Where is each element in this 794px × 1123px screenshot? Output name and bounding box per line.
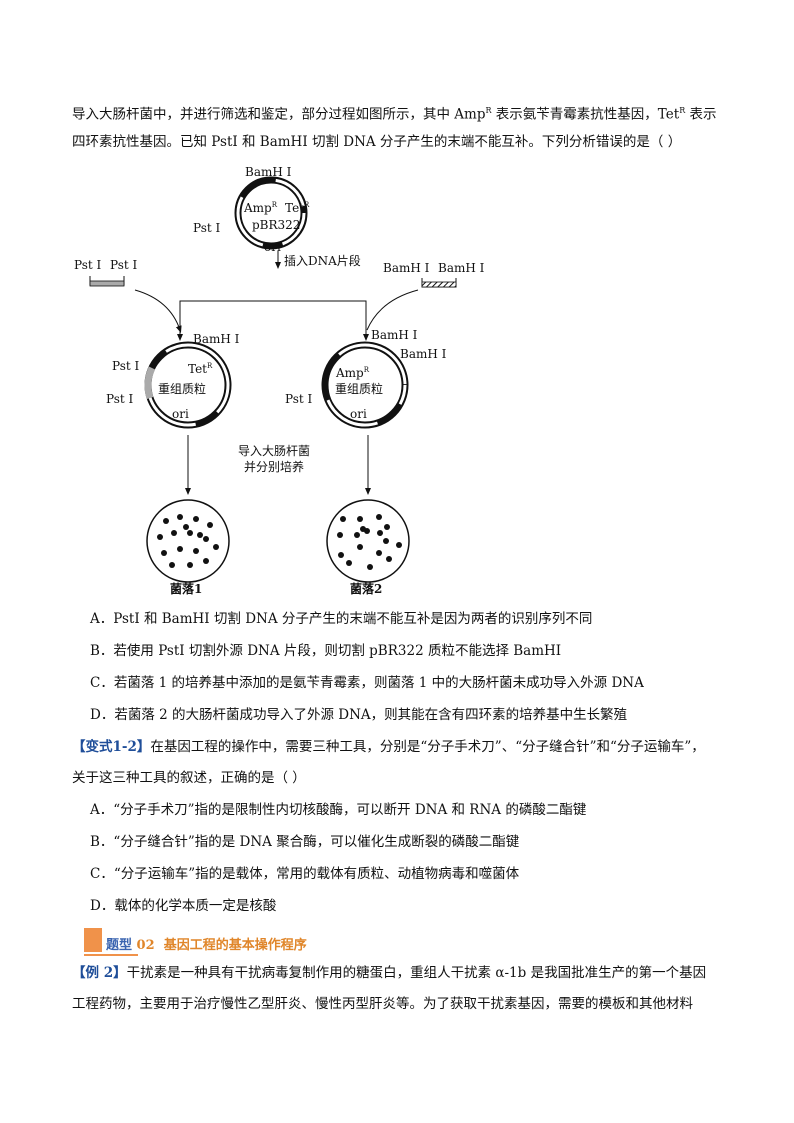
- example-line-1: 【例 2】干扰素是一种具有干扰病毒复制作用的糖蛋白，重组人干扰素 α-1b 是我…: [72, 963, 706, 983]
- variant-option-b: B．“分子缝合针”指的是 DNA 聚合酶，可以催化生成断裂的磷酸二酯键: [90, 834, 520, 850]
- colony-dot: [213, 544, 219, 550]
- variant-tag: 【变式1-2】: [72, 739, 151, 755]
- colony-dot: [171, 530, 177, 536]
- colony-dot: [187, 530, 193, 536]
- plasmid-name: pBR322: [252, 218, 300, 232]
- tet-label: TetR: [188, 362, 213, 376]
- ori-label: ori: [264, 240, 281, 254]
- variant-option-d: D．载体的化学本质一定是核酸: [90, 898, 277, 914]
- colony-dot: [177, 514, 183, 520]
- dna-fragment-bamhi: [421, 281, 457, 288]
- colony-dot: [346, 560, 352, 566]
- colony-dot: [337, 532, 343, 538]
- text: 干扰素是一种具有干扰病毒复制作用的糖蛋白，重组人干扰素 α-1b 是我国批准生产…: [126, 965, 707, 981]
- colony-dot: [354, 532, 360, 538]
- psti-label: Pst Ⅰ: [193, 221, 221, 235]
- colony-dot: [384, 524, 390, 530]
- text: 导入大肠杆菌中，并进行筛选和鉴定，部分过程如图所示，其中 Amp: [72, 106, 486, 123]
- ori-label: ori: [350, 407, 367, 421]
- bamhi-label: BamH Ⅰ: [371, 328, 418, 342]
- variant-line-1: 【变式1-2】在基因工程的操作中，需要三种工具，分别是“分子手术刀”、“分子缝合…: [72, 737, 705, 757]
- plasmid-diagram: BamH Ⅰ Pst Ⅰ AmpR TetR pBR322 ori Pst Ⅰ …: [74, 165, 485, 596]
- colony-dot: [161, 550, 167, 556]
- bamhi-label: BamH Ⅰ: [383, 261, 430, 275]
- text: 表示氨苄青霉素抗性基因，Tet: [491, 106, 680, 123]
- colony-dot: [338, 552, 344, 558]
- q1-option-c: C．若菌落 1 的培养基中添加的是氨苄青霉素，则菌落 1 中的大肠杆菌未成功导入…: [90, 675, 644, 691]
- culture-label: 并分别培养: [244, 459, 304, 474]
- colony-dot: [367, 564, 373, 570]
- bamhi-label: BamH Ⅰ: [400, 347, 447, 361]
- intro-line-2: 四环素抗性基因。已知 PstI 和 BamHI 切割 DNA 分子产生的末端不能…: [72, 134, 682, 150]
- variant-option-c: C．“分子运输车”指的是载体，常用的载体有质粒、动植物病毒和噬菌体: [90, 866, 520, 882]
- section-title: 题型 02 基因工程的基本操作程序: [106, 938, 307, 953]
- colony-dot: [357, 516, 363, 522]
- example-line-2: 工程药物，主要用于治疗慢性乙型肝炎、慢性丙型肝炎等。为了获取干扰素基因，需要的模…: [72, 996, 693, 1012]
- colony-dot: [340, 516, 346, 522]
- tet-label: TetR: [285, 201, 310, 215]
- superscript: R: [679, 106, 686, 115]
- petri-dish-2: [326, 499, 410, 583]
- amp-label: AmpR: [243, 201, 278, 215]
- variant-line-2: 关于这三种工具的叙述，正确的是（ ）: [72, 770, 306, 786]
- petri-dish-1: [146, 499, 230, 583]
- recombinant-plasmid-2: BamH Ⅰ BamH Ⅰ Pst Ⅰ AmpR 重组质粒 ori: [285, 328, 447, 429]
- colony-dot: [207, 522, 213, 528]
- plasmid-pbr322: BamH Ⅰ Pst Ⅰ AmpR TetR pBR322 ori: [193, 165, 310, 254]
- colony-1-label: 菌落1: [170, 581, 202, 596]
- recombinant-label: 重组质粒: [335, 381, 383, 396]
- colony-2-label: 菌落2: [350, 581, 382, 596]
- section-underline: [84, 954, 138, 956]
- bamhi-label: BamH Ⅰ: [438, 261, 485, 275]
- colony-dot: [169, 562, 175, 568]
- colony-dot: [396, 542, 402, 548]
- q1-option-a: A．PstI 和 BamHI 切割 DNA 分子产生的末端不能互补是因为两者的识…: [90, 611, 593, 627]
- colony-dot: [386, 556, 392, 562]
- colony-dot: [376, 550, 382, 556]
- colony-dot: [383, 538, 389, 544]
- ori-label: ori: [172, 407, 189, 421]
- intro-line-1: 导入大肠杆菌中，并进行筛选和鉴定，部分过程如图所示，其中 AmpR 表示氨苄青霉…: [72, 101, 717, 125]
- recombinant-label: 重组质粒: [158, 381, 206, 396]
- text: 表示: [685, 106, 717, 123]
- colony-dot: [203, 536, 209, 542]
- colony-dot: [157, 534, 163, 540]
- bamhi-label: BamH Ⅰ: [193, 332, 240, 346]
- text: 在基因工程的操作中，需要三种工具，分别是“分子手术刀”、“分子缝合针”和“分子运…: [150, 739, 705, 755]
- variant-option-a: A．“分子手术刀”指的是限制性内切核酸酶，可以断开 DNA 和 RNA 的磷酸二…: [90, 802, 587, 818]
- psti-label: Pst Ⅰ: [112, 359, 140, 373]
- colony-dot: [177, 546, 183, 552]
- psti-label: Pst Ⅰ: [285, 392, 313, 406]
- example-tag: 【例 2】: [72, 965, 127, 981]
- psti-label: Pst Ⅰ: [106, 392, 134, 406]
- section-marker-icon: [84, 928, 102, 952]
- amp-label: AmpR: [335, 366, 370, 380]
- colony-dot: [193, 516, 199, 522]
- bamhi-label: BamH Ⅰ: [245, 165, 292, 179]
- q1-option-b: B．若使用 PstI 切割外源 DNA 片段，则切割 pBR322 质粒不能选择…: [90, 643, 562, 659]
- colony-dot: [193, 548, 199, 554]
- recombinant-plasmid-1: BamH Ⅰ Pst Ⅰ Pst Ⅰ TetR 重组质粒 ori: [106, 332, 240, 429]
- colony-dot: [197, 532, 203, 538]
- psti-label: Pst Ⅰ: [74, 258, 102, 272]
- colony-dot: [376, 514, 382, 520]
- colony-dot: [377, 530, 383, 536]
- colony-dot: [360, 526, 366, 532]
- colony-dot: [357, 544, 363, 550]
- q1-option-d: D．若菌落 2 的大肠杆菌成功导入了外源 DNA，则其能在含有四环素的培养基中生…: [90, 707, 628, 723]
- insert-label: 插入DNA片段: [284, 253, 361, 268]
- dna-fragment-psti: [89, 280, 125, 287]
- colony-dot: [203, 558, 209, 564]
- psti-label: Pst Ⅰ: [110, 258, 138, 272]
- transform-label: 导入大肠杆菌: [238, 444, 310, 458]
- superscript: R: [485, 106, 492, 115]
- colony-dot: [183, 524, 189, 530]
- colony-dot: [163, 518, 169, 524]
- colony-dot: [187, 562, 193, 568]
